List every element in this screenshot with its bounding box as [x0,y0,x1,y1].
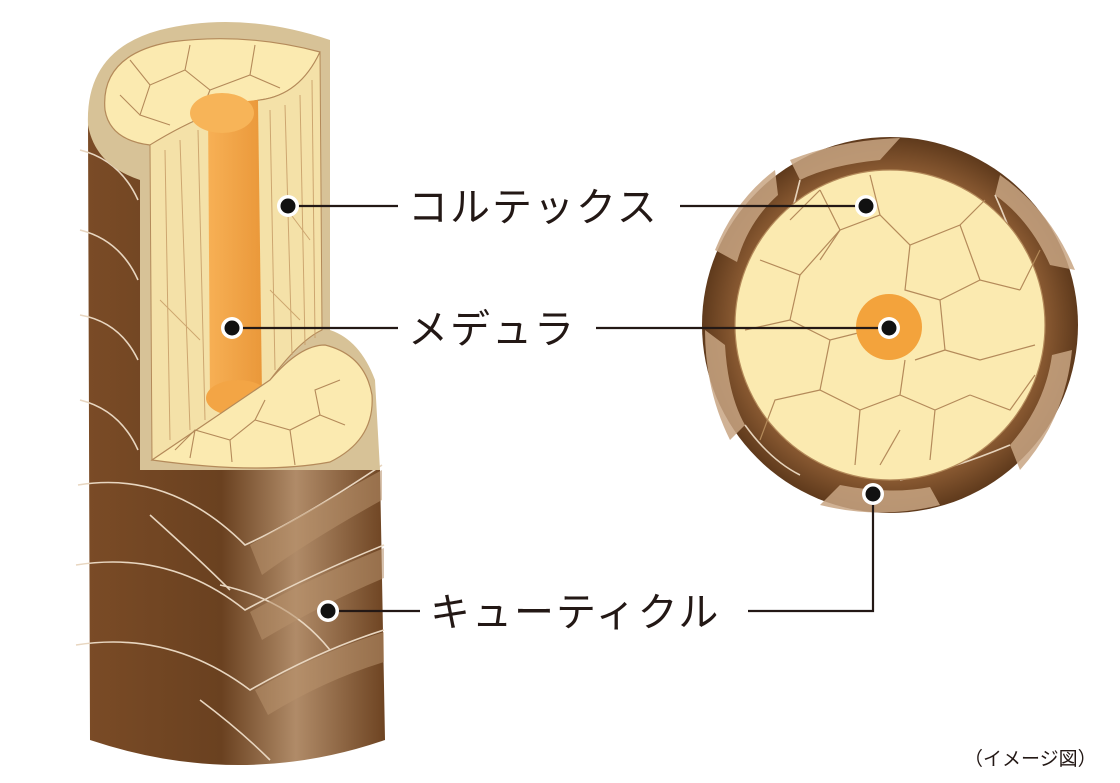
cuticle-ring-scales [705,138,1075,513]
medulla-top [190,93,254,133]
medulla-label: メデュラ [408,307,576,353]
bottom-cells [174,379,346,466]
cortex-label: コルテックス [408,185,659,231]
leaders [221,195,900,622]
cortex-marker-right [855,195,877,217]
cuticle-highlights [250,470,384,715]
cuticle-leader-right [748,494,875,613]
cortex-fibers [159,79,316,441]
cuticle-marker-right [862,483,884,505]
cortex-marker-left [277,195,299,217]
cuticle-label: キューティクル [430,590,720,636]
cortex-cells [744,174,1041,466]
cuticle-scales [75,149,385,761]
cuticle-marker-left [317,600,339,622]
medulla-marker-left [221,317,243,339]
illustration-note: （イメージ図） [964,748,1097,770]
hair-shaft-cutaway [75,22,385,765]
medulla-marker-right [878,317,900,339]
medulla-column [208,100,262,405]
